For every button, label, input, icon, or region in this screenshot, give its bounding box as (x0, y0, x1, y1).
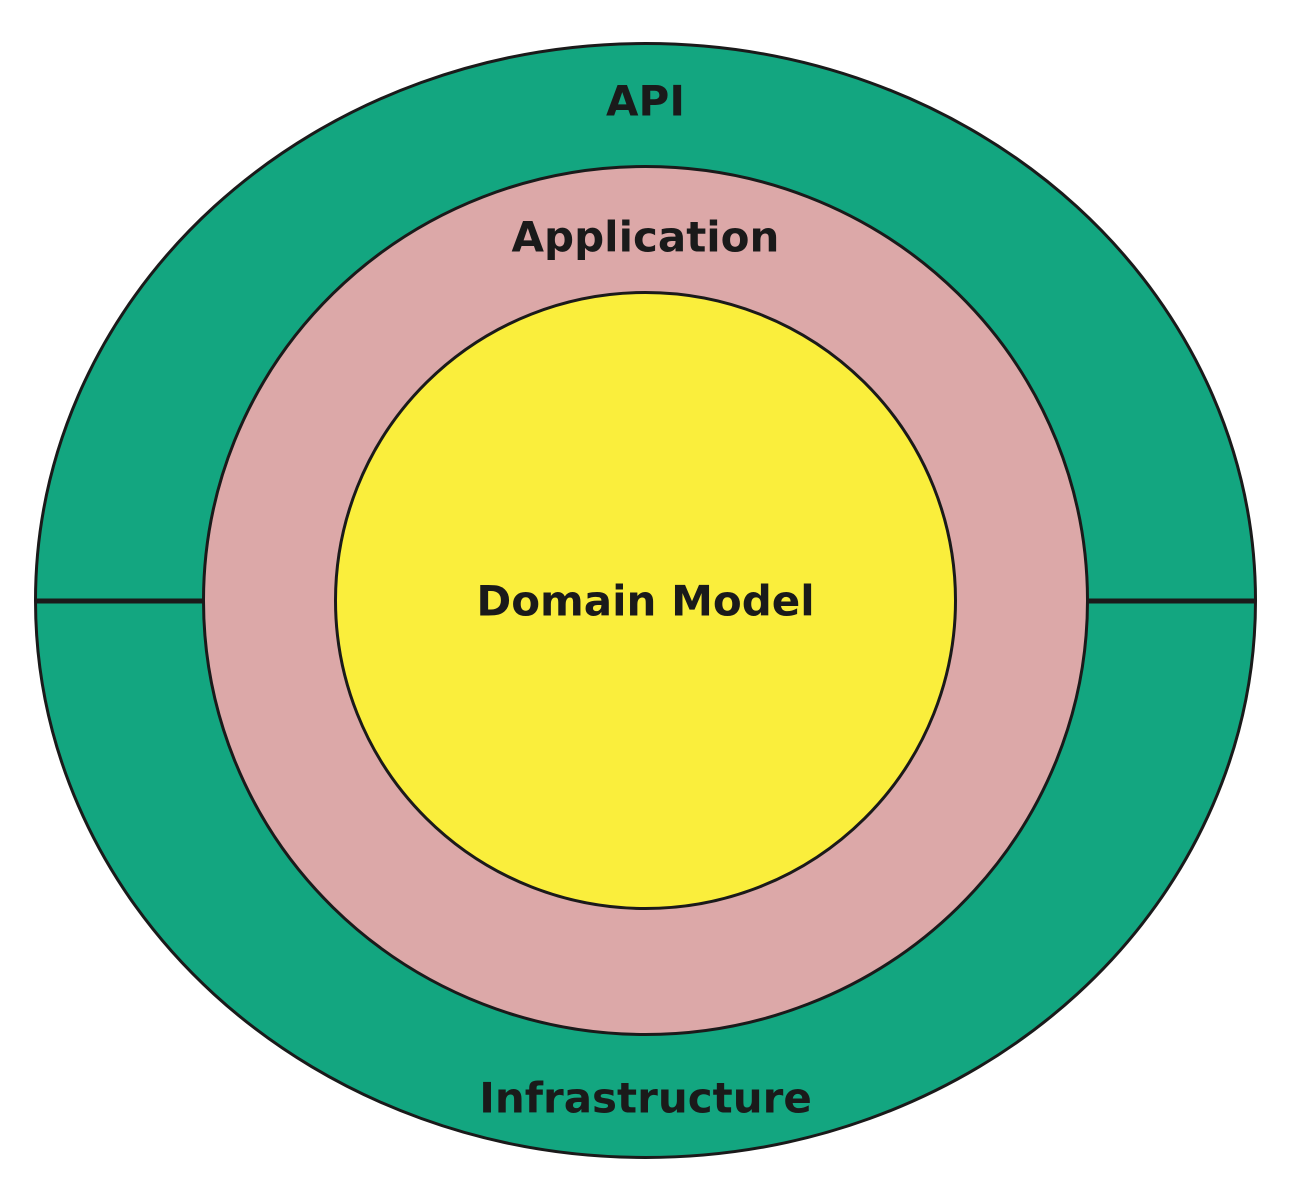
label-domain-model: Domain Model (476, 577, 814, 626)
label-infrastructure: Infrastructure (479, 1074, 812, 1123)
label-api: API (606, 77, 685, 126)
inner-core-domain-model[interactable] (334, 291, 957, 910)
label-application: Application (512, 213, 780, 262)
